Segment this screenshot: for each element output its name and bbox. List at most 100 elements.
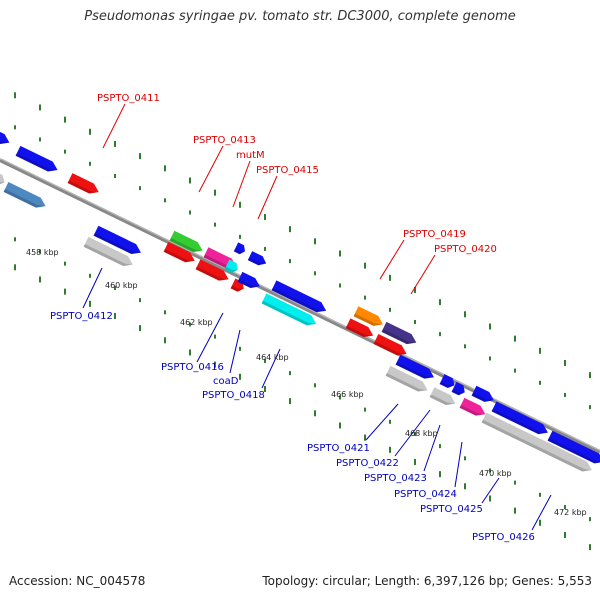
gene-shade (481, 419, 592, 472)
leader-line (365, 403, 399, 441)
gene-arrow[interactable] (373, 334, 409, 359)
kbp-tick-label: 464 kbp (256, 353, 289, 362)
gene-label-PSPTO_0420[interactable]: PSPTO_0420 (434, 244, 497, 255)
gene-shade (93, 232, 141, 255)
gene-shade (67, 180, 99, 194)
gene-shade (224, 266, 238, 273)
gene-arrow-PSPTO_0422[interactable] (439, 374, 457, 390)
gene-label-PSPTO_0412[interactable]: PSPTO_0412 (50, 311, 113, 322)
gene-arrow[interactable] (93, 225, 144, 258)
gene-arrow-PSPTO_0423[interactable] (429, 387, 458, 408)
gene-arrow[interactable] (15, 145, 60, 175)
gene-label-coaD[interactable]: coaD (213, 376, 239, 387)
gene-shade (439, 381, 455, 389)
gene-shade (451, 389, 465, 396)
gene-arrow-PSPTO_0424[interactable] (459, 397, 488, 419)
gene-body (345, 318, 374, 338)
gene-label-PSPTO_0421[interactable]: PSPTO_0421 (307, 443, 370, 454)
gene-shade (195, 266, 229, 281)
gene-body (373, 334, 407, 356)
gene-body (547, 430, 600, 464)
gene-shade (385, 373, 428, 392)
kbp-tick-label: 462 kbp (180, 318, 213, 327)
leader-line (232, 160, 251, 208)
gene-body (353, 306, 383, 326)
gene-shade (353, 313, 383, 326)
gene-label-PSPTO_0416[interactable]: PSPTO_0416 (161, 362, 224, 373)
gene-arrow[interactable] (451, 382, 468, 397)
leader-line (196, 312, 224, 363)
gene-arrow[interactable] (395, 354, 437, 382)
gene-label-PSPTO_0413[interactable]: PSPTO_0413 (193, 135, 256, 146)
leader-line (454, 441, 463, 488)
gene-body (261, 293, 317, 326)
gene-arrow-PSPTO_0425[interactable] (481, 412, 595, 475)
gene-shade (233, 248, 245, 255)
gene-label-PSPTO_0415[interactable]: PSPTO_0415 (256, 165, 319, 176)
kbp-tick-label: 468 kbp (405, 429, 438, 438)
gene-arrow-PSPTO_0413[interactable] (169, 230, 205, 256)
gene-label-PSPTO_0422[interactable]: PSPTO_0422 (336, 458, 399, 469)
gene-arrow[interactable] (491, 401, 551, 437)
gene-shade (203, 254, 237, 269)
gene-arrow[interactable] (247, 251, 269, 268)
gene-body (163, 241, 195, 263)
gene-body (169, 230, 203, 253)
gene-arrow[interactable] (233, 242, 247, 255)
leader-line (102, 103, 126, 149)
gene-shade (83, 244, 133, 267)
leader-line (379, 239, 405, 280)
gene-label-PSPTO_0411[interactable]: PSPTO_0411 (97, 93, 160, 104)
gene-arrow-PSPTO_0426[interactable] (547, 430, 600, 467)
gene-body (0, 171, 5, 186)
leader-line (261, 348, 281, 389)
gene-arrow-coaD[interactable] (237, 271, 263, 292)
gene-arrow[interactable] (0, 126, 12, 147)
gene-label-PSPTO_0426[interactable]: PSPTO_0426 (472, 532, 535, 543)
gene-body (429, 387, 456, 406)
gene-arrow[interactable] (195, 259, 231, 284)
gene-label-mutM[interactable]: mutM (236, 150, 265, 161)
gene-arrow-PSPTO_0411[interactable] (67, 173, 102, 197)
gene-arrow-PSPTO_0416[interactable] (224, 259, 241, 275)
gene-arrow[interactable] (163, 241, 198, 266)
gene-shade (247, 257, 267, 266)
gene-body (481, 412, 592, 472)
gene-arrow[interactable] (271, 280, 329, 315)
kbp-tick-label: 466 kbp (331, 390, 364, 399)
gene-arrow-PSPTO_0418[interactable] (261, 293, 319, 329)
gene-body (491, 401, 548, 435)
gene-arrow[interactable] (3, 181, 48, 211)
gene-shade (237, 279, 260, 289)
topology-text: Topology: circular; Length: 6,397,126 bp… (262, 574, 592, 588)
label-leader-lines (82, 103, 552, 531)
gene-arrow-PSPTO_0412[interactable] (83, 236, 136, 270)
gene-body (195, 259, 229, 281)
genome-backbone-highlight (0, 158, 600, 452)
gene-arrow[interactable] (0, 171, 7, 187)
gene-label-PSPTO_0425[interactable]: PSPTO_0425 (420, 504, 483, 515)
gene-body (15, 145, 58, 172)
leader-line (531, 494, 552, 531)
gene-shade (15, 153, 58, 172)
gene-body (93, 225, 141, 255)
gene-arrow-PSPTO_0421[interactable] (385, 365, 430, 395)
gene-body (3, 181, 46, 208)
gene-label-PSPTO_0419[interactable]: PSPTO_0419 (403, 229, 466, 240)
gene-label-PSPTO_0423[interactable]: PSPTO_0423 (364, 473, 427, 484)
gene-shade (373, 341, 407, 356)
map-title: Pseudomonas syringae pv. tomato str. DC3… (84, 9, 516, 24)
tick-guides (14, 92, 591, 551)
gene-arrow[interactable] (345, 318, 376, 340)
accession-text: Accession: NC_004578 (9, 574, 146, 588)
kbp-tick-label: 472 kbp (554, 508, 587, 517)
gene-arrow-PSPTO_0419[interactable] (353, 306, 386, 329)
gene-shade (459, 405, 486, 416)
gene-label-PSPTO_0424[interactable]: PSPTO_0424 (394, 489, 457, 500)
gene-shade (471, 392, 494, 402)
gene-shade (429, 394, 456, 406)
gene-arrow[interactable] (471, 385, 497, 406)
gene-label-PSPTO_0418[interactable]: PSPTO_0418 (202, 390, 265, 401)
gene-arrow-PSPTO_0420[interactable] (381, 321, 419, 348)
